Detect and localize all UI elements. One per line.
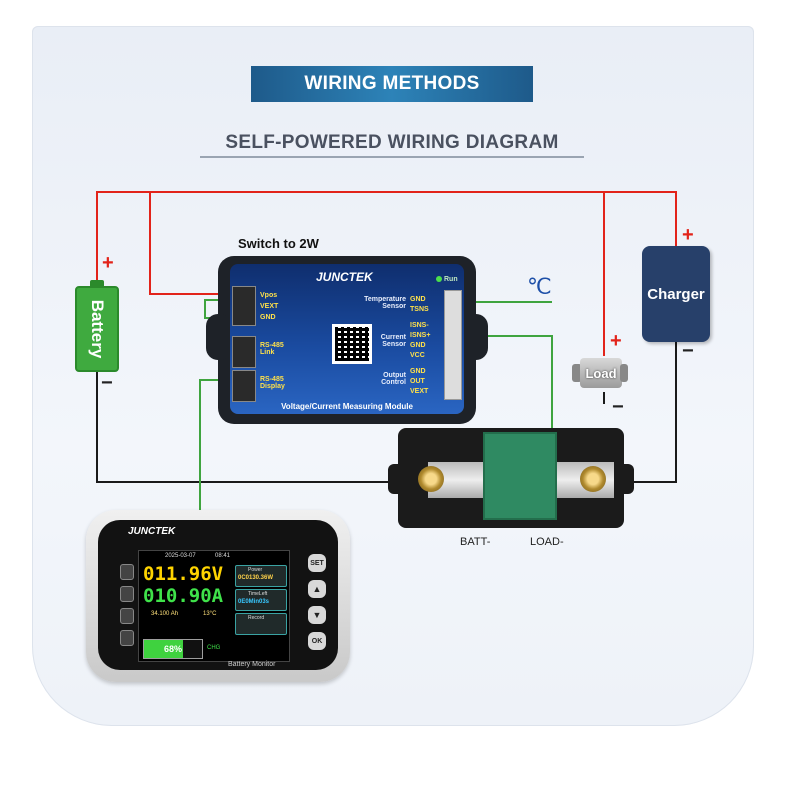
down-button[interactable]: ▼ [308,606,326,624]
monitor-voltage: 011.96V [143,563,224,585]
batt-terminal-bolt [418,466,444,492]
output-control-label: Output Control [381,372,406,386]
load-cap-right [620,364,628,382]
up-button[interactable]: ▲ [308,580,326,598]
load-label: Load [580,358,622,388]
load-minus-sign: − [612,396,624,418]
monitor-current: 010.90A [143,585,224,607]
wiring-methods-banner: WIRING METHODS [251,66,533,102]
temperature-sensor-label: Temperature Sensor [364,296,406,310]
rs485-link-port [232,336,256,368]
current-pin-gnd: GND [410,342,426,349]
negative-wire-battery [96,372,418,483]
current-sensor-wire [470,335,553,428]
load-cap-left [572,364,582,382]
battery-plus-sign: + [102,252,114,274]
shunt [388,428,634,528]
current-pin-vcc: VCC [410,352,425,359]
module-caption: Voltage/Current Measuring Module [281,402,413,411]
rs485-display-port [232,370,256,402]
chevron-up-icon: ▲ [312,584,322,594]
power-tab: Power 0C0130.36W [235,565,287,587]
power-tab-label: Power [248,567,263,573]
positive-wire-main [96,191,677,280]
battery-label: Battery [88,299,107,359]
monitor-brand: JUNCTEK [128,526,176,537]
power-terminal-block [232,286,256,326]
temp-pin-tsns: TSNS [410,306,429,313]
monitor-side-icon-2 [120,586,134,602]
module-mount-right [462,314,488,360]
record-tab-label: Record [248,615,265,621]
current-pin-isns-plus: ISNS+ [410,332,431,339]
charge-indicator: CHG [207,645,221,651]
shunt-load-label: LOAD- [530,536,564,548]
charger-plus-sign: + [682,224,694,246]
pin-vpos: Vpos [260,292,278,299]
diagram-subtitle: SELF-POWERED WIRING DIAGRAM [225,132,559,153]
monitor-side-icon-3 [120,608,134,624]
module-panel: JUNCTEK Run Vpos VEXT GND RS-485 Link RS… [230,264,464,414]
positive-wire-vpos [149,192,232,295]
soc-label: 68% [163,644,182,654]
monitor-side-icon-1 [120,564,134,580]
load: Load [572,354,632,392]
set-button[interactable]: SET [308,554,326,572]
current-pin-isns-minus: ISNS- [410,322,429,329]
timeleft-tab: TimeLeft 0E0Min03s [235,589,287,611]
module-mount-left [206,314,232,360]
battery-monitor: JUNCTEK 2025-03-07 08:41 011.96V 010.90A… [86,510,350,682]
soc-bar-fill [144,640,184,658]
shunt-body [398,428,624,528]
temp-pin-gnd: GND [410,296,426,303]
pin-vext: VEXT [260,303,279,310]
module-brand: JUNCTEK [316,270,373,284]
timeleft-tab-label: TimeLeft [248,591,268,597]
chevron-down-icon: ▼ [312,610,322,620]
record-tab: Record [235,613,287,635]
monitor-temperature: 13°C [203,611,217,617]
battery-minus-sign: − [101,372,113,394]
monitor-time: 08:41 [215,553,231,559]
shunt-batt-label: BATT- [460,536,491,548]
shunt-sensor-board [483,432,557,520]
monitor-display: 2025-03-07 08:41 011.96V 010.90A 34.100 … [138,550,290,662]
monitor-capacity: 34.100 Ah [151,611,179,617]
load-plus-sign: + [610,330,622,352]
measuring-module: JUNCTEK Run Vpos VEXT GND RS-485 Link RS… [206,256,488,424]
monitor-footer-label: Battery Monitor [228,661,276,668]
current-sensor-label: Current Sensor [380,334,406,348]
run-label: Run [444,276,458,283]
signal-terminal-strip [444,290,462,400]
output-pin-vext: VEXT [410,388,429,395]
run-indicator-led [436,276,442,282]
ok-button[interactable]: OK [308,632,326,650]
charger: Charger [642,246,710,342]
load-terminal-bolt [580,466,606,492]
monitor-bezel: JUNCTEK 2025-03-07 08:41 011.96V 010.90A… [98,520,338,670]
subtitle-underline [200,156,584,158]
timeleft-tab-value: 0E0Min03s [238,599,270,605]
monitor-soc-bar: 68% [143,639,203,659]
output-pin-gnd: GND [410,368,426,375]
battery: Battery [75,280,119,372]
charger-minus-sign: − [682,340,694,362]
switch-label: Switch to 2W [238,236,319,251]
temperature-celsius-label: ℃ [527,274,552,299]
rs485-link-label: RS-485 Link [260,342,284,356]
power-tab-value: 0C0130.36W [238,575,274,581]
monitor-date: 2025-03-07 [165,553,196,559]
qr-code [332,324,372,364]
charger-label: Charger [647,285,705,303]
output-pin-out: OUT [410,378,425,385]
monitor-side-icon-4 [120,630,134,646]
rs485-display-label: RS-485 Display [260,376,285,390]
battery-terminal [90,280,104,288]
pin-gnd: GND [260,314,276,321]
